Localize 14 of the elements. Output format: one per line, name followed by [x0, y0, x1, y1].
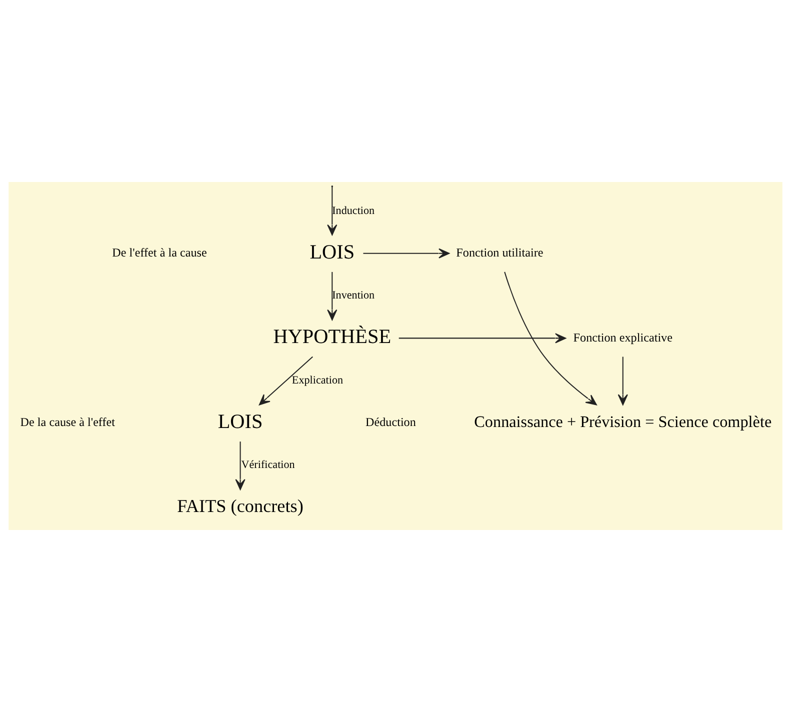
node-text: LOIS [218, 410, 263, 433]
node-text: Fonction explicative [573, 330, 673, 344]
label: De l'effet à la cause [112, 245, 207, 260]
edge-label: Invention [332, 289, 375, 302]
edge-label: Vérification [241, 458, 295, 471]
node-text: HYPOTHÈSE [273, 326, 392, 348]
edge-label: Explication [292, 374, 344, 386]
node-text: FAITS (concrets) [177, 496, 304, 516]
node-text: Connaissance + Prévision = Science complète [474, 413, 772, 430]
node-text: LOIS [310, 240, 355, 263]
node-text: Fonction utilitaire [456, 245, 544, 260]
label: Déduction [365, 414, 416, 429]
label: De la cause à l'effet [20, 414, 116, 429]
edge-label: Induction [332, 204, 375, 216]
